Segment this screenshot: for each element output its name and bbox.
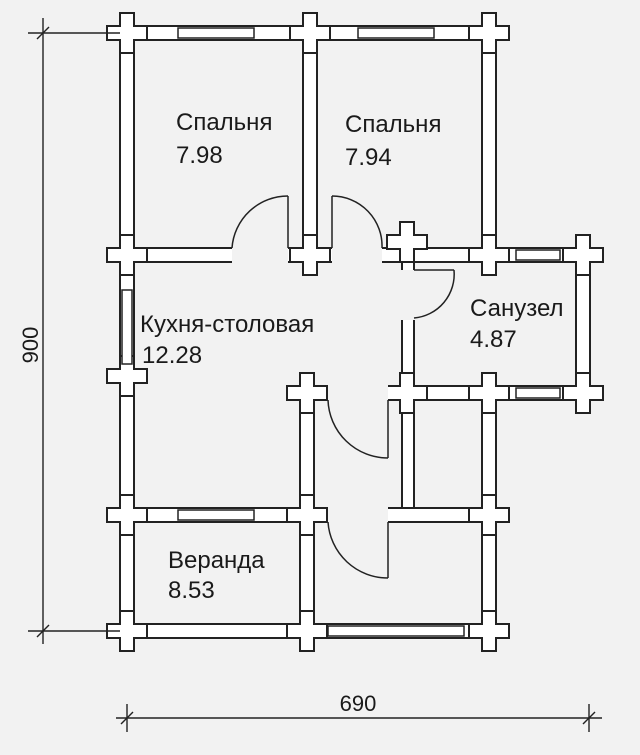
room-name-bedroom-1: Спальня: [176, 109, 272, 136]
log-joint: [289, 234, 331, 276]
door-swing-hall: [327, 399, 389, 459]
room-area-kitchen: 12.28: [142, 342, 202, 369]
log-joint: [386, 221, 428, 263]
room-area-bedroom-2: 7.94: [345, 144, 392, 171]
log-joint: [562, 372, 604, 414]
log-joint: [468, 610, 510, 652]
window-bath-2: [515, 387, 561, 399]
door-swing-bedroom-2: [331, 195, 383, 249]
dimension-height-label: 900: [18, 327, 43, 364]
window-veranda-1: [177, 509, 255, 521]
log-joint: [286, 494, 328, 536]
log-joint: [386, 372, 428, 414]
door-opening-hall: [328, 384, 388, 402]
log-joint: [106, 494, 148, 536]
room-name-bath: Санузел: [470, 295, 564, 322]
log-joint: [468, 372, 510, 414]
log-joint: [468, 12, 510, 54]
dimension-height: [28, 18, 120, 644]
room-area-bath: 4.87: [470, 326, 517, 353]
dimension-width-label: 690: [340, 691, 377, 716]
log-joint: [106, 234, 148, 276]
room-labels: Спальня 7.98 Спальня 7.94 Кухня-столовая…: [140, 109, 564, 604]
door-swing-bedroom-1: [231, 195, 289, 249]
door-opening-veranda: [328, 506, 388, 524]
room-area-veranda: 8.53: [168, 577, 215, 604]
log-joint: [562, 234, 604, 276]
window-veranda-2: [327, 625, 465, 637]
door-opening-bedroom-1: [232, 246, 288, 264]
log-joint: [289, 12, 331, 54]
log-joint: [106, 610, 148, 652]
log-joint: [286, 372, 328, 414]
door-opening-bath: [400, 270, 416, 320]
window-bedroom-2: [357, 27, 435, 39]
log-joint: [106, 355, 148, 397]
log-joint: [468, 494, 510, 536]
room-name-bedroom-2: Спальня: [345, 111, 441, 138]
dimension-width: [116, 704, 602, 732]
room-name-kitchen: Кухня-столовая: [140, 311, 314, 338]
windows: [121, 27, 561, 637]
wall-bedroom-divider: [302, 25, 318, 263]
door-opening-bedroom-2: [332, 246, 382, 264]
room-name-veranda: Веранда: [168, 547, 265, 574]
window-bedroom-1: [177, 27, 255, 39]
log-joint: [106, 12, 148, 54]
door-swing-veranda: [327, 521, 389, 579]
wall-right-upper: [481, 25, 497, 263]
room-area-bedroom-1: 7.98: [176, 142, 223, 169]
window-kitchen: [121, 289, 133, 365]
door-swing-bath: [413, 269, 455, 319]
doors: [231, 195, 455, 579]
window-bath: [515, 249, 561, 261]
log-joint: [286, 610, 328, 652]
log-joint: [468, 234, 510, 276]
